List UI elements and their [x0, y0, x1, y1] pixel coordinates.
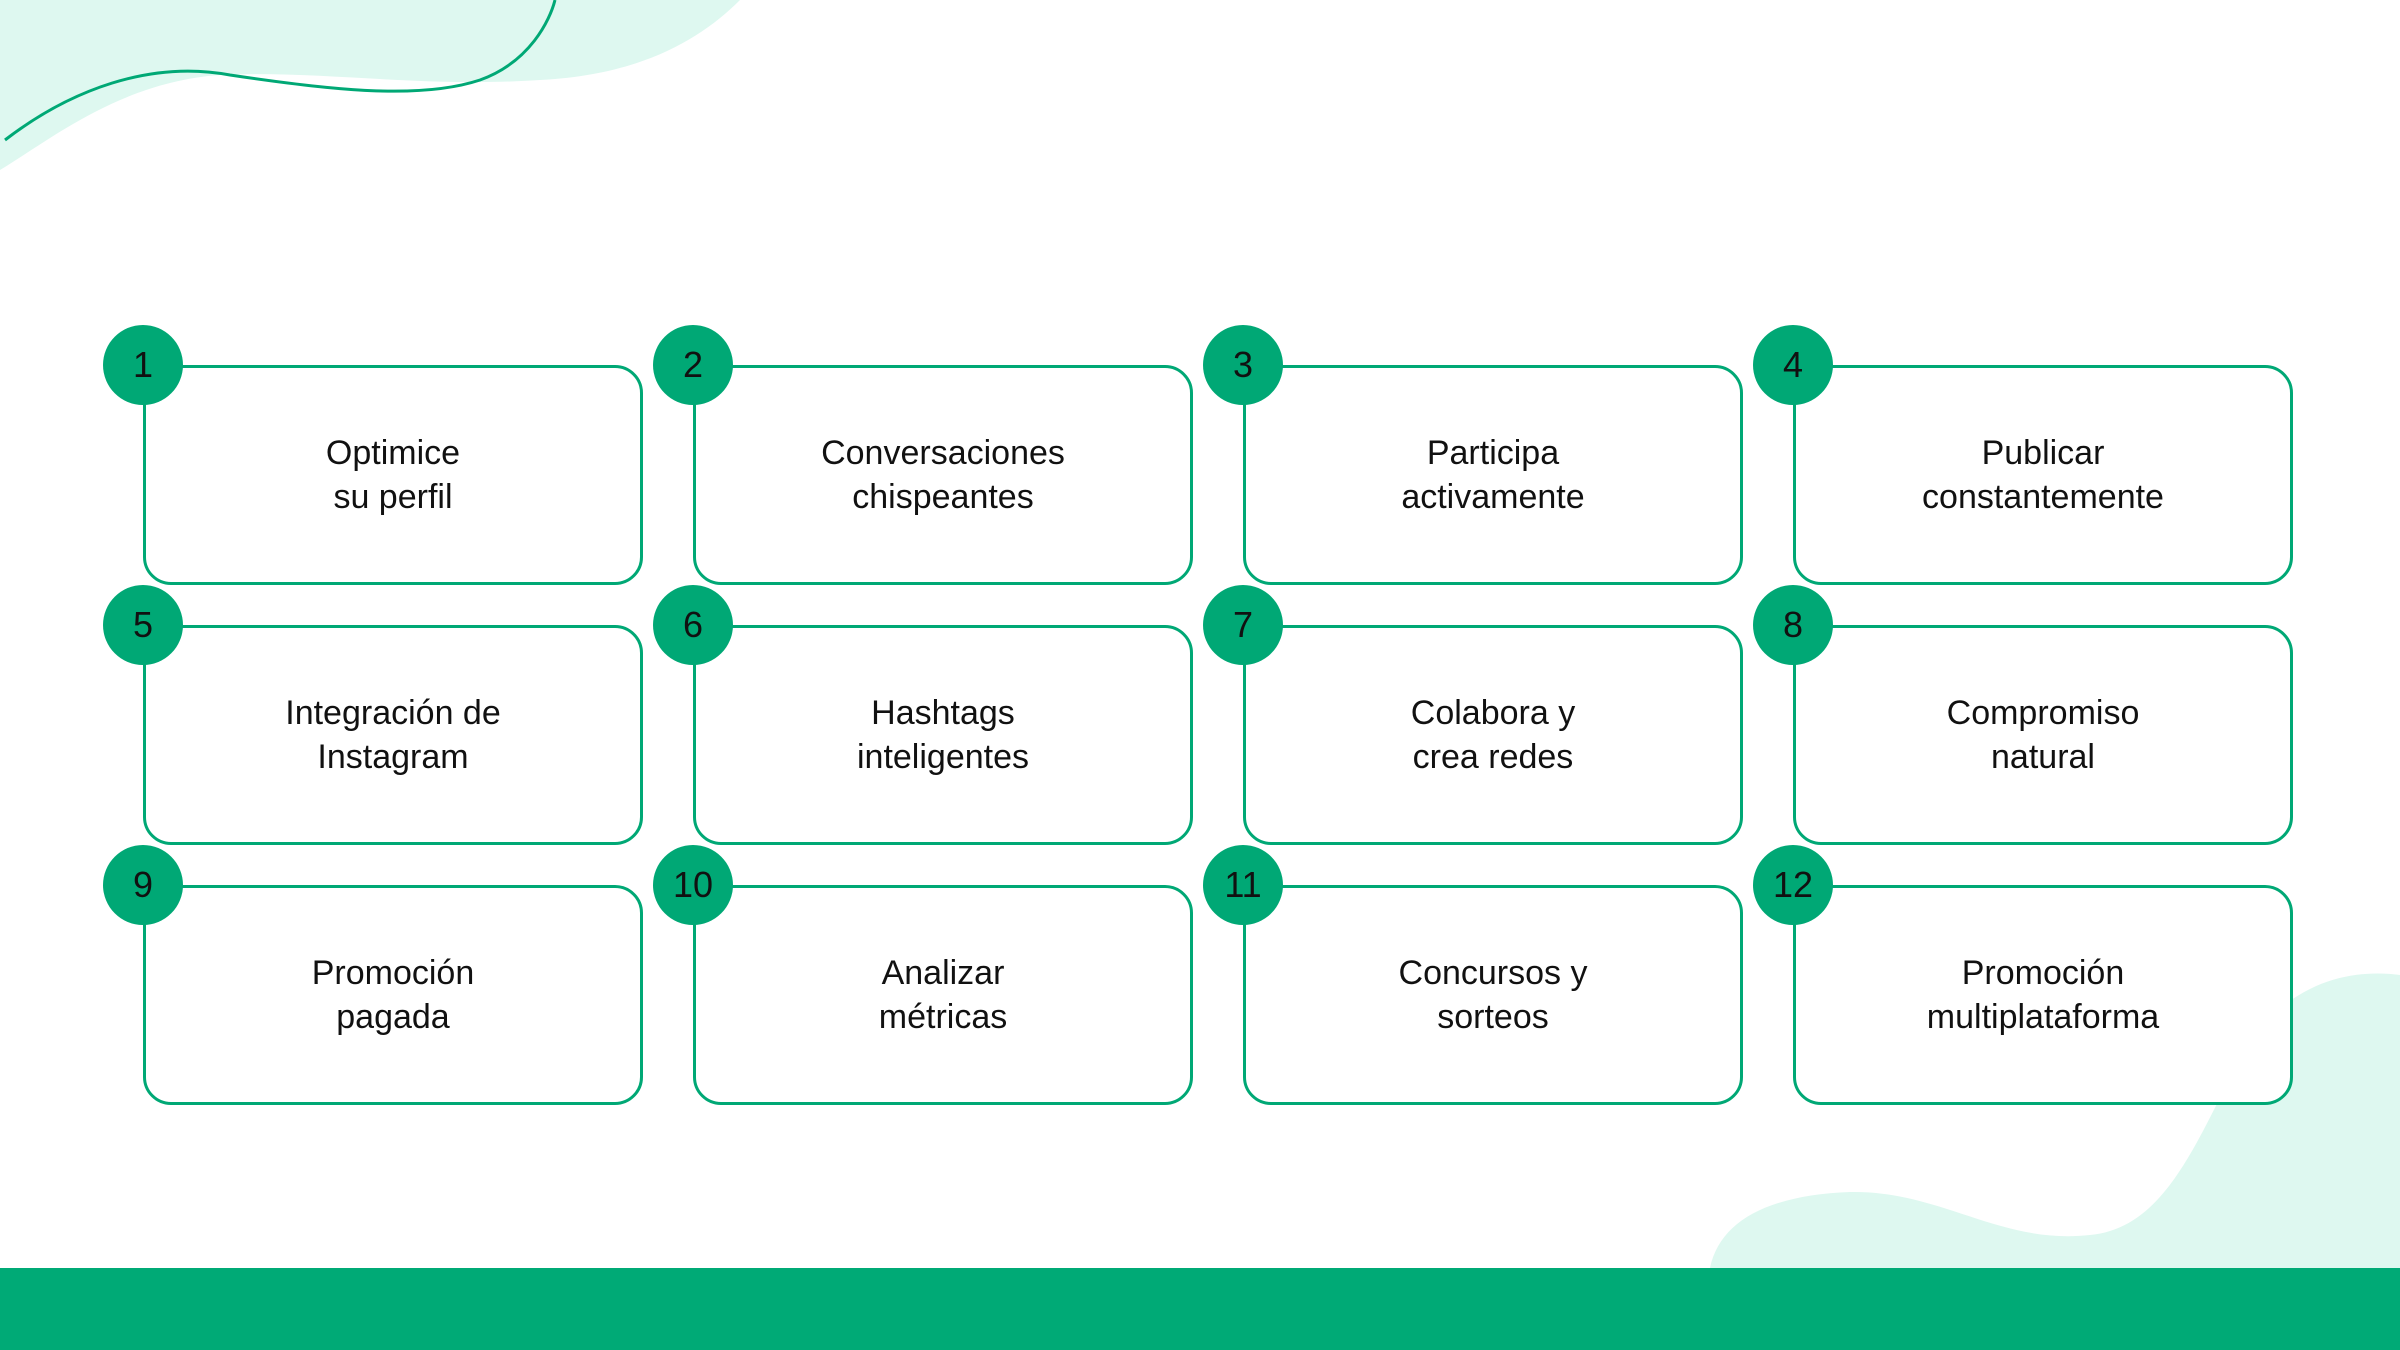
step-number-badge: 10	[653, 845, 733, 925]
step-number: 12	[1772, 864, 1814, 905]
step-number: 1	[132, 344, 154, 385]
step-label: Analizar métricas	[878, 954, 1008, 1036]
step-label: Conversaciones chispeantes	[821, 434, 1065, 516]
step-number-badge: 3	[1203, 325, 1283, 405]
step-card-12: Promoción multiplataforma	[1793, 885, 2293, 1105]
step-number: 5	[132, 604, 154, 645]
step-number-badge: 9	[103, 845, 183, 925]
step-label: Concursos y sorteos	[1398, 954, 1588, 1036]
step-label: Publicar constantemente	[1922, 434, 2164, 516]
step-label: Compromiso natural	[1946, 694, 2140, 776]
step-number-badge: 2	[653, 325, 733, 405]
step-label: Optimice su perfil	[325, 434, 461, 516]
step-card-2: Conversaciones chispeantes	[693, 365, 1193, 585]
step-number: 9	[132, 864, 154, 905]
step-card-4: Publicar constantemente	[1793, 365, 2293, 585]
step-card-9: Promoción pagada	[143, 885, 643, 1105]
step-number: 8	[1782, 604, 1804, 645]
top-left-wave-line	[4, 0, 557, 142]
step-number-badge: 4	[1753, 325, 1833, 405]
step-number: 7	[1232, 604, 1254, 645]
step-card-8: Compromiso natural	[1793, 625, 2293, 845]
step-card-5: Integración de Instagram	[143, 625, 643, 845]
step-card-11: Concursos y sorteos	[1243, 885, 1743, 1105]
step-label: Integración de Instagram	[285, 694, 501, 776]
step-card-6: Hashtags inteligentes	[693, 625, 1193, 845]
step-label: Hashtags inteligentes	[856, 694, 1029, 776]
step-label: Participa activamente	[1401, 434, 1585, 516]
bottom-right-blob	[1710, 973, 2400, 1268]
step-label: Colabora y crea redes	[1410, 694, 1576, 776]
step-number: 3	[1232, 344, 1254, 385]
step-card-10: Analizar métricas	[693, 885, 1193, 1105]
step-number-badge: 1	[103, 325, 183, 405]
step-label: Promoción pagada	[311, 954, 475, 1036]
step-number-badge: 11	[1203, 845, 1283, 925]
step-number-badge: 5	[103, 585, 183, 665]
step-label: Promoción multiplataforma	[1926, 954, 2160, 1036]
step-number-badge: 12	[1753, 845, 1833, 925]
step-card-1: Optimice su perfil	[143, 365, 643, 585]
step-number-badge: 6	[653, 585, 733, 665]
step-number: 6	[682, 604, 704, 645]
step-number: 11	[1224, 864, 1262, 905]
step-number-badge: 8	[1753, 585, 1833, 665]
footer-bar	[0, 1268, 2400, 1350]
top-left-blob	[0, 0, 740, 170]
step-number-badge: 7	[1203, 585, 1283, 665]
step-number: 4	[1782, 344, 1804, 385]
step-card-3: Participa activamente	[1243, 365, 1743, 585]
step-card-7: Colabora y crea redes	[1243, 625, 1743, 845]
step-number: 10	[672, 864, 714, 905]
step-number: 2	[682, 344, 704, 385]
